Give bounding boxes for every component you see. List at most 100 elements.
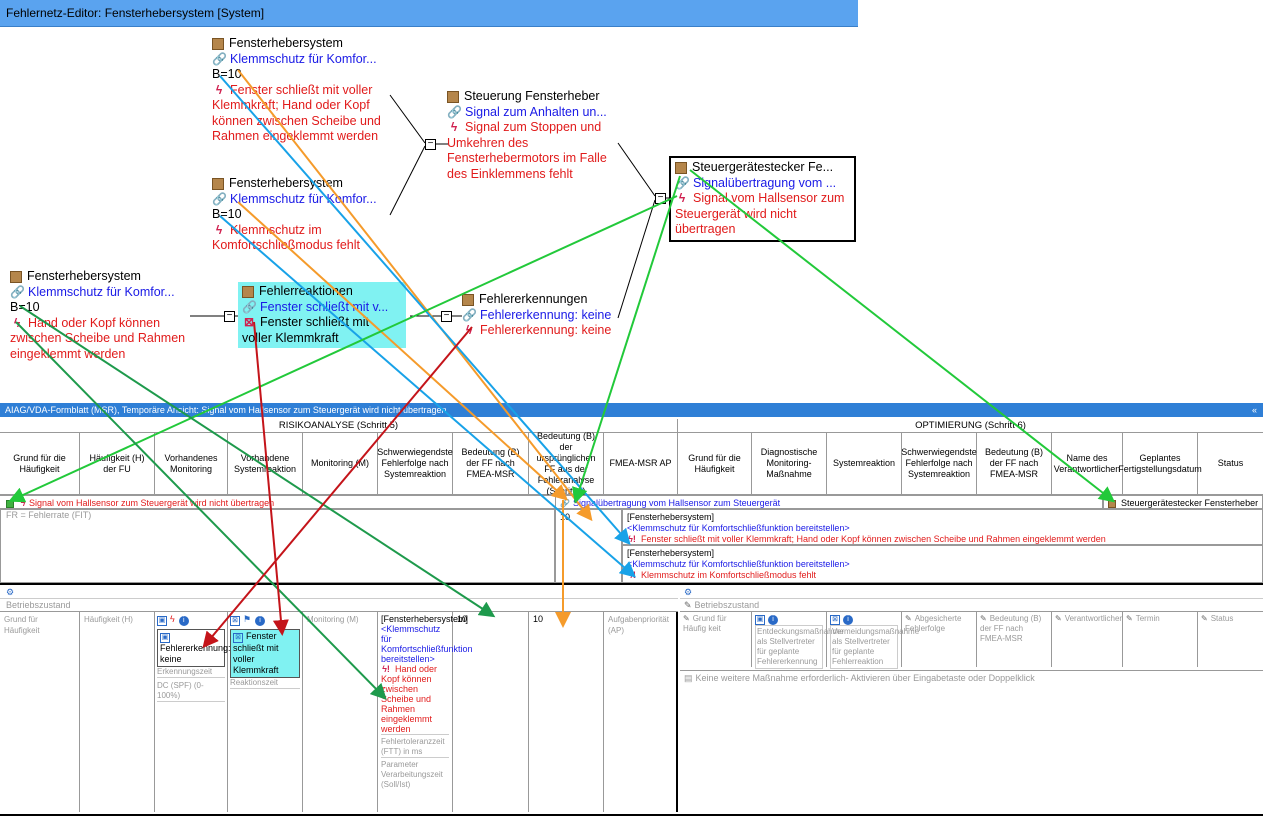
expander-left[interactable]: − bbox=[224, 311, 235, 322]
info-icon[interactable]: i bbox=[843, 615, 853, 625]
element-icon bbox=[1108, 499, 1116, 508]
node-effect-left[interactable]: Fensterhebersystem 🔗Klemmschutz für Komf… bbox=[10, 269, 190, 362]
col-ap[interactable]: Aufgabenpriorität (AP) bbox=[604, 612, 678, 812]
opt-col-termin[interactable]: ✎Termin bbox=[1123, 612, 1198, 667]
window-title-bar: Fehlernetz-Editor: Fensterhebersystem [S… bbox=[0, 0, 858, 27]
effect2-failure: Klemmschutz im Komfortschließmodus fehlt bbox=[641, 570, 817, 580]
failure-bolt-icon: ϟ bbox=[20, 498, 26, 508]
node-fehlerreaktionen[interactable]: Fehlerreaktionen 🔗Fenster schließt mit v… bbox=[238, 282, 406, 348]
detection-icon: ▣ bbox=[160, 633, 170, 643]
node-severity: B=10 bbox=[10, 300, 40, 314]
expander-stecker[interactable]: − bbox=[655, 193, 666, 204]
node-effect-top1[interactable]: Fensterhebersystem 🔗Klemmschutz für Komf… bbox=[212, 36, 392, 145]
node-system: Fensterhebersystem bbox=[229, 176, 343, 190]
col-grund[interactable]: Grund für Häufigkeit bbox=[0, 612, 80, 812]
node-element: Fehlererkennungen bbox=[479, 292, 588, 306]
node-failure: Fenster schließt mit voller Klemmkraft; … bbox=[212, 82, 381, 144]
failure-bolt-icon: ϟ! bbox=[628, 534, 636, 544]
function-link-icon: 🔗 bbox=[447, 104, 462, 119]
effect-2[interactable]: [Fensterhebersystem] <Klemmschutz für Ko… bbox=[622, 545, 1263, 583]
col-b1[interactable]: 10 bbox=[453, 612, 529, 812]
fr-label: FR = Fehlerrate (FIT) bbox=[6, 510, 92, 520]
col-haeufigkeit[interactable]: Häufigkeit (H) bbox=[80, 612, 155, 812]
expander-reaktionen[interactable]: − bbox=[441, 311, 452, 322]
element-icon bbox=[675, 161, 687, 174]
info-icon[interactable]: i bbox=[768, 615, 778, 625]
monitoring-value: Fehlererkennung: keine bbox=[160, 643, 231, 664]
node-severity: B=10 bbox=[212, 207, 242, 221]
header-haeufigkeit: Häufigkeit (H) der FU bbox=[80, 433, 155, 495]
reaction-icon[interactable]: ⊠ bbox=[830, 615, 840, 625]
node-function: Fehlererkennung: keine bbox=[480, 307, 612, 322]
node-function: Signal zum Anhalten un... bbox=[465, 104, 607, 119]
gear-icon: ⚙ bbox=[684, 587, 693, 597]
opt-no-measure[interactable]: ▤Keine weitere Maßnahme erforderlich- Ak… bbox=[680, 670, 1263, 684]
col-fehlerfolge[interactable]: [Fensterhebersystem] <Klemmschutz für Ko… bbox=[378, 612, 473, 812]
sev-value: 10 bbox=[560, 512, 571, 522]
node-steuergeraetestecker[interactable]: Steuergerätestecker Fe... 🔗Signalübertra… bbox=[669, 156, 856, 242]
opt-col-abgesichert[interactable]: ✎Abgesicherte Fehlerfolge bbox=[902, 612, 977, 667]
col-systemreaktion[interactable]: ⊠⚑i ⊠Fenster schließt mit voller Klemmkr… bbox=[228, 612, 303, 812]
header-grund: Grund für die Häufigkeit bbox=[0, 433, 80, 495]
cause-text: Signal vom Hallsensor zum Steuergerät wi… bbox=[29, 498, 275, 508]
node-function: Signalübertragung vom ... bbox=[693, 175, 837, 190]
failure-bolt-icon: ϟ bbox=[13, 315, 21, 330]
monitoring-value-box[interactable]: ▣Fehlererkennung: keine bbox=[157, 629, 231, 667]
opt-col-entdeckung[interactable]: ▣i Entdeckungsmaßnahme als Stellvertrete… bbox=[752, 612, 844, 669]
reaction-value-box[interactable]: ⊠Fenster schließt mit voller Klemmkraft bbox=[230, 629, 300, 678]
effect-1[interactable]: [Fensterhebersystem] <Klemmschutz für Ko… bbox=[622, 509, 1263, 545]
node-failure: Fehlererkennung: keine bbox=[480, 323, 612, 337]
failure-bolt-icon: ϟ bbox=[215, 222, 223, 237]
b2-value: 10 bbox=[533, 614, 544, 624]
failure-bolt-icon: ϟ! bbox=[628, 570, 636, 580]
failure-bolt-icon: ϟ! bbox=[382, 664, 390, 674]
node-severity: B=10 bbox=[212, 67, 242, 81]
node-element: Steuerung Fensterheber bbox=[464, 89, 600, 103]
form-bottom-border bbox=[0, 814, 1263, 816]
dc-label: DC (SPF) (0-100%) bbox=[157, 678, 225, 702]
node-function: Klemmschutz für Komfor... bbox=[28, 284, 175, 299]
row-function[interactable]: 🔗Signalübertragung vom Hallsensor zum St… bbox=[555, 495, 1103, 509]
element-icon bbox=[242, 285, 254, 298]
failure-bolt-icon: ϟ bbox=[450, 120, 458, 134]
effect1-function: <Klemmschutz für Komfortschließfunktion … bbox=[627, 523, 850, 533]
gear-icon: ⚙ bbox=[6, 587, 15, 597]
node-steuerung[interactable]: Steuerung Fensterheber 🔗Signal zum Anhal… bbox=[447, 89, 617, 182]
ff-failure: Hand oder Kopf können zwischen Scheibe u… bbox=[381, 664, 438, 734]
col-monitoring-m[interactable]: Monitoring (M) bbox=[303, 612, 378, 812]
opt-abgesichert-label: Abgesicherte Fehlerfolge bbox=[905, 614, 962, 633]
betriebszustand-label: Betriebszustand bbox=[694, 600, 760, 610]
risk-gear-row: ⚙ bbox=[0, 585, 678, 599]
header-verantwortlicher: Name des Verantwortlichen bbox=[1052, 433, 1123, 495]
node-element: Fehlerreaktionen bbox=[259, 284, 353, 298]
expander-steuerung[interactable]: − bbox=[425, 139, 436, 150]
element-icon bbox=[10, 270, 22, 283]
opt-col-vermeidung[interactable]: ⊠i Vermeidungsmaßnahme als Stellvertrete… bbox=[827, 612, 919, 669]
add-reaction-icon[interactable]: ⊠ bbox=[230, 616, 240, 626]
node-element: Steuergerätestecker Fe... bbox=[692, 160, 834, 174]
node-fehlererkennungen[interactable]: Fehlererkennungen 🔗Fehlererkennung: kein… bbox=[462, 292, 622, 339]
opt-col-status[interactable]: ✎Status bbox=[1201, 614, 1234, 623]
sev-area[interactable]: 10 bbox=[555, 509, 622, 583]
add-detection-icon[interactable]: ▣ bbox=[157, 616, 167, 626]
header-fertigstellungsdatum: Geplantes Fertigstellungsdatum bbox=[1118, 433, 1202, 495]
node-failure: Hand oder Kopf können zwischen Scheibe u… bbox=[10, 315, 186, 361]
col-b2[interactable]: 10 bbox=[529, 612, 604, 812]
node-system: Fensterhebersystem bbox=[27, 269, 141, 283]
info-icon[interactable]: i bbox=[255, 616, 266, 626]
opt-col-bedeutung[interactable]: ✎Bedeutung (B) der FF nach FMEA-MSR bbox=[977, 612, 1052, 667]
opt-col-verantwortlicher[interactable]: ✎Verantwortlicher bbox=[1052, 612, 1123, 667]
row-element[interactable]: Steuergerätestecker Fensterheber bbox=[1103, 495, 1263, 509]
detection-icon[interactable]: ▣ bbox=[755, 615, 765, 625]
info-icon[interactable]: i bbox=[178, 616, 189, 626]
detection-flag-icon: ϟ bbox=[170, 614, 175, 624]
collapse-form-button[interactable]: « bbox=[1251, 405, 1257, 415]
node-effect-top2[interactable]: Fensterhebersystem 🔗Klemmschutz für Komf… bbox=[212, 176, 392, 254]
opt-gear-row: ⚙ bbox=[680, 585, 1263, 599]
fr-area[interactable]: FR = Fehlerrate (FIT) bbox=[0, 509, 555, 583]
opt-col-grund[interactable]: ✎Grund für Häufig keit bbox=[680, 612, 752, 667]
effect1-failure: Fenster schließt mit voller Klemmkraft; … bbox=[641, 534, 1106, 544]
element-icon bbox=[212, 177, 224, 190]
